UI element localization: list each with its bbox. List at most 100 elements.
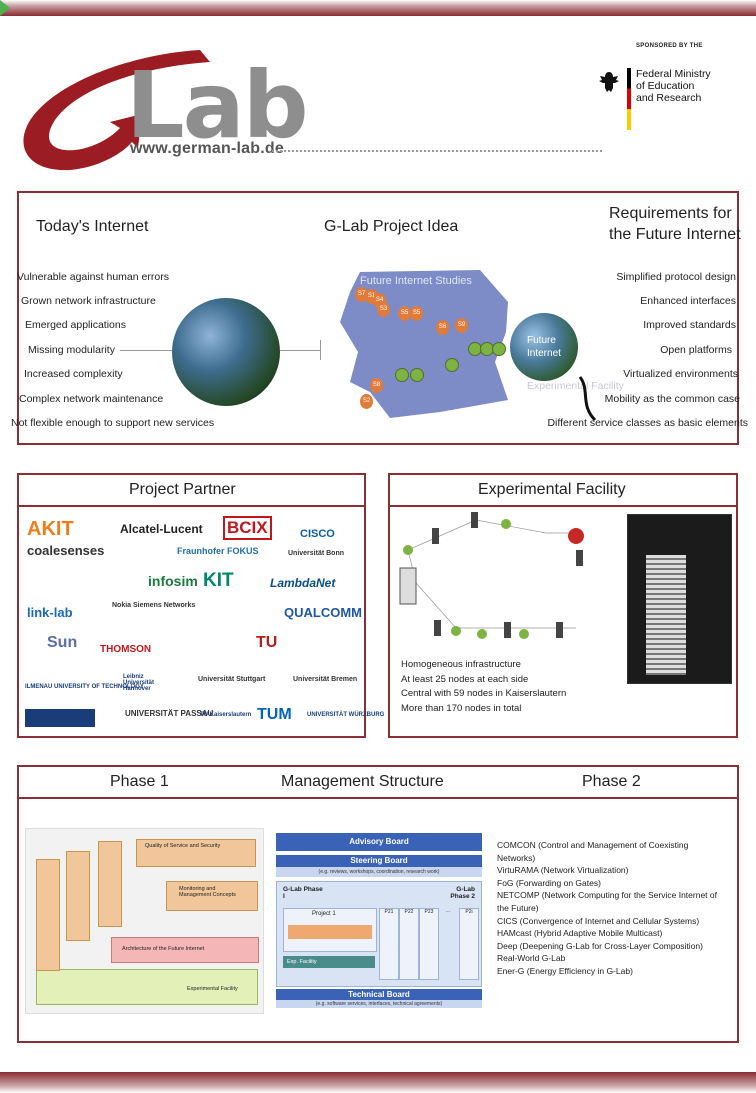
partner-logo: Leibniz Universität Hannover — [123, 674, 155, 692]
future-internet-label-line: Internet — [527, 348, 561, 359]
phase2-item: Deep (Deepening G-Lab for Cross-Layer Co… — [497, 940, 703, 951]
phase1-column — [36, 859, 60, 971]
connector-line — [320, 340, 321, 360]
p-column: ... — [445, 908, 451, 914]
logo-lab-text: Lab — [126, 52, 309, 159]
phase1-box: Monitoring and Management Concepts — [166, 881, 258, 911]
requirements-title-line: Requirements for — [609, 205, 732, 222]
corner-triangle-icon — [0, 0, 10, 16]
phase1-diagram: Quality of Service and Security Monitori… — [25, 828, 264, 1014]
partner-logo: Universität Bremen — [293, 676, 358, 683]
rack-units — [646, 555, 686, 675]
partner-logo: Universität Stuttgart — [198, 676, 266, 683]
ministry-line: of Education — [636, 80, 695, 92]
ministry-line: Federal Ministry — [636, 68, 711, 80]
partner-logo: TU Kaiserslautern — [200, 712, 252, 718]
facility-network-diagram — [399, 512, 584, 639]
phase1-box: Experimental Facility — [36, 969, 258, 1005]
exp-facility-bar: Exp. Facility — [283, 956, 375, 968]
partner-logo: QUALCOMM — [284, 605, 362, 620]
phase1-column — [98, 841, 122, 927]
p-column: P23 — [419, 908, 439, 980]
partner-logo: Fraunhofer FOKUS — [177, 546, 259, 556]
future-internet-label-line: Future — [527, 335, 556, 346]
partner-logo: ILMENAU UNIVERSITY OF TECHNOLOGY — [25, 684, 144, 690]
connector-line — [280, 350, 320, 351]
german-flag-bar — [627, 68, 631, 130]
right-item: Enhanced interfaces — [640, 295, 736, 307]
phase2-item: CICS (Convergence of Internet and Cellul… — [497, 915, 700, 926]
advisory-board: Advisory Board — [276, 833, 482, 851]
partner-logo: BCIX — [223, 516, 272, 540]
phase2-item: Real-World G-Lab — [497, 953, 566, 964]
partner-logo: UNIVERSITÄT PASSAU — [125, 709, 214, 718]
glab-logo-swoosh — [23, 50, 210, 171]
phase2-columns: P21 P22 P23 ... P2i — [379, 908, 479, 980]
logo-url[interactable]: www.german-lab.de — [130, 140, 284, 157]
phase2-list: COMCON (Control and Management of Coexis… — [497, 839, 727, 978]
partner-logo: KIT — [203, 570, 234, 591]
left-item: Not flexible enough to support new servi… — [11, 417, 215, 429]
facility-bullet: Central with 59 nodes in Kaiserslautern — [401, 688, 567, 699]
project-partner-header: Project Partner — [19, 475, 364, 507]
glab-project-idea-title: G-Lab Project Idea — [324, 218, 459, 235]
ministry-line: and Research — [636, 92, 702, 104]
partner-logo: TU — [256, 634, 278, 651]
map-node: S8 — [370, 378, 383, 393]
partner-logo: Nokia Siemens Networks — [112, 602, 196, 609]
map-node: S5 — [398, 306, 411, 321]
map-node: S2 — [360, 394, 373, 409]
map-node: S7 — [355, 287, 368, 302]
experimental-facility-title: Experimental Facility — [478, 481, 626, 498]
partner-logo: infosim — [148, 573, 198, 589]
partner-logo-block — [25, 709, 95, 727]
top-banner-bar — [0, 0, 756, 16]
right-item: Different service classes as basic eleme… — [547, 417, 748, 429]
phase-area: G-Lab Phase I G-Lab Phase 2 Project 1 Ex… — [276, 881, 482, 987]
phase2-item: COMCON (Control and Management of Coexis… — [497, 840, 689, 863]
partner-logo: Alcatel-Lucent — [120, 522, 203, 536]
facility-bullet-list: Homogeneous infrastructure At least 25 n… — [401, 658, 566, 716]
server-rack-photo — [627, 514, 732, 684]
federal-eagle-icon — [599, 72, 619, 92]
right-item: Improved standards — [643, 319, 736, 331]
earth-globe-image — [172, 298, 280, 406]
right-item: Mobility as the common case — [604, 393, 740, 405]
p-column: P21 — [379, 908, 399, 980]
facility-node — [410, 368, 424, 382]
left-item: Emerged applications — [25, 319, 126, 331]
sponsor-label: SPONSORED BY THE — [636, 43, 703, 49]
partner-logo: THOMSON — [100, 644, 152, 655]
future-internet-globe — [510, 313, 578, 381]
partner-logo: LambdaNet — [270, 576, 336, 590]
project-label: Project 1 — [312, 911, 336, 917]
management-diagram: Advisory Board Steering Board (e.g. revi… — [276, 833, 482, 1008]
facility-node — [492, 342, 506, 356]
project-box: Project 1 — [283, 908, 377, 952]
facility-bullet: Homogeneous infrastructure — [401, 659, 521, 670]
steering-board: Steering Board — [276, 855, 482, 867]
partner-logo: TUM — [257, 706, 292, 723]
map-node: S9 — [455, 318, 468, 333]
map-node: S3 — [377, 302, 390, 317]
left-item: Vulnerable against human errors — [17, 271, 169, 283]
connector-line — [120, 350, 172, 351]
left-item: Increased complexity — [24, 368, 123, 380]
glab-phase2-label: G-Lab Phase 2 — [450, 886, 475, 900]
facility-node — [445, 358, 459, 372]
map-node: S6 — [436, 320, 449, 335]
project-subprojects — [288, 925, 372, 939]
phase1-box: Quality of Service and Security — [136, 839, 256, 867]
p-column: P2i — [459, 908, 479, 980]
future-internet-label: Future Internet — [527, 334, 561, 360]
technical-board-sub: (e.g. software services, interfaces, tec… — [276, 1000, 482, 1008]
partner-logo: Universität Bonn — [288, 550, 345, 557]
facility-node — [395, 368, 409, 382]
glab-phase1-label: G-Lab Phase I — [283, 886, 323, 900]
phases-header: Phase 1 Management Structure Phase 2 — [19, 767, 737, 799]
bottom-banner-bar — [0, 1072, 756, 1093]
phase2-item: VirtuRAMA (Network Virtualization) — [497, 865, 629, 876]
pointer-arrow — [578, 376, 597, 422]
header-divider — [272, 150, 602, 152]
phase2-title: Phase 2 — [582, 773, 641, 790]
